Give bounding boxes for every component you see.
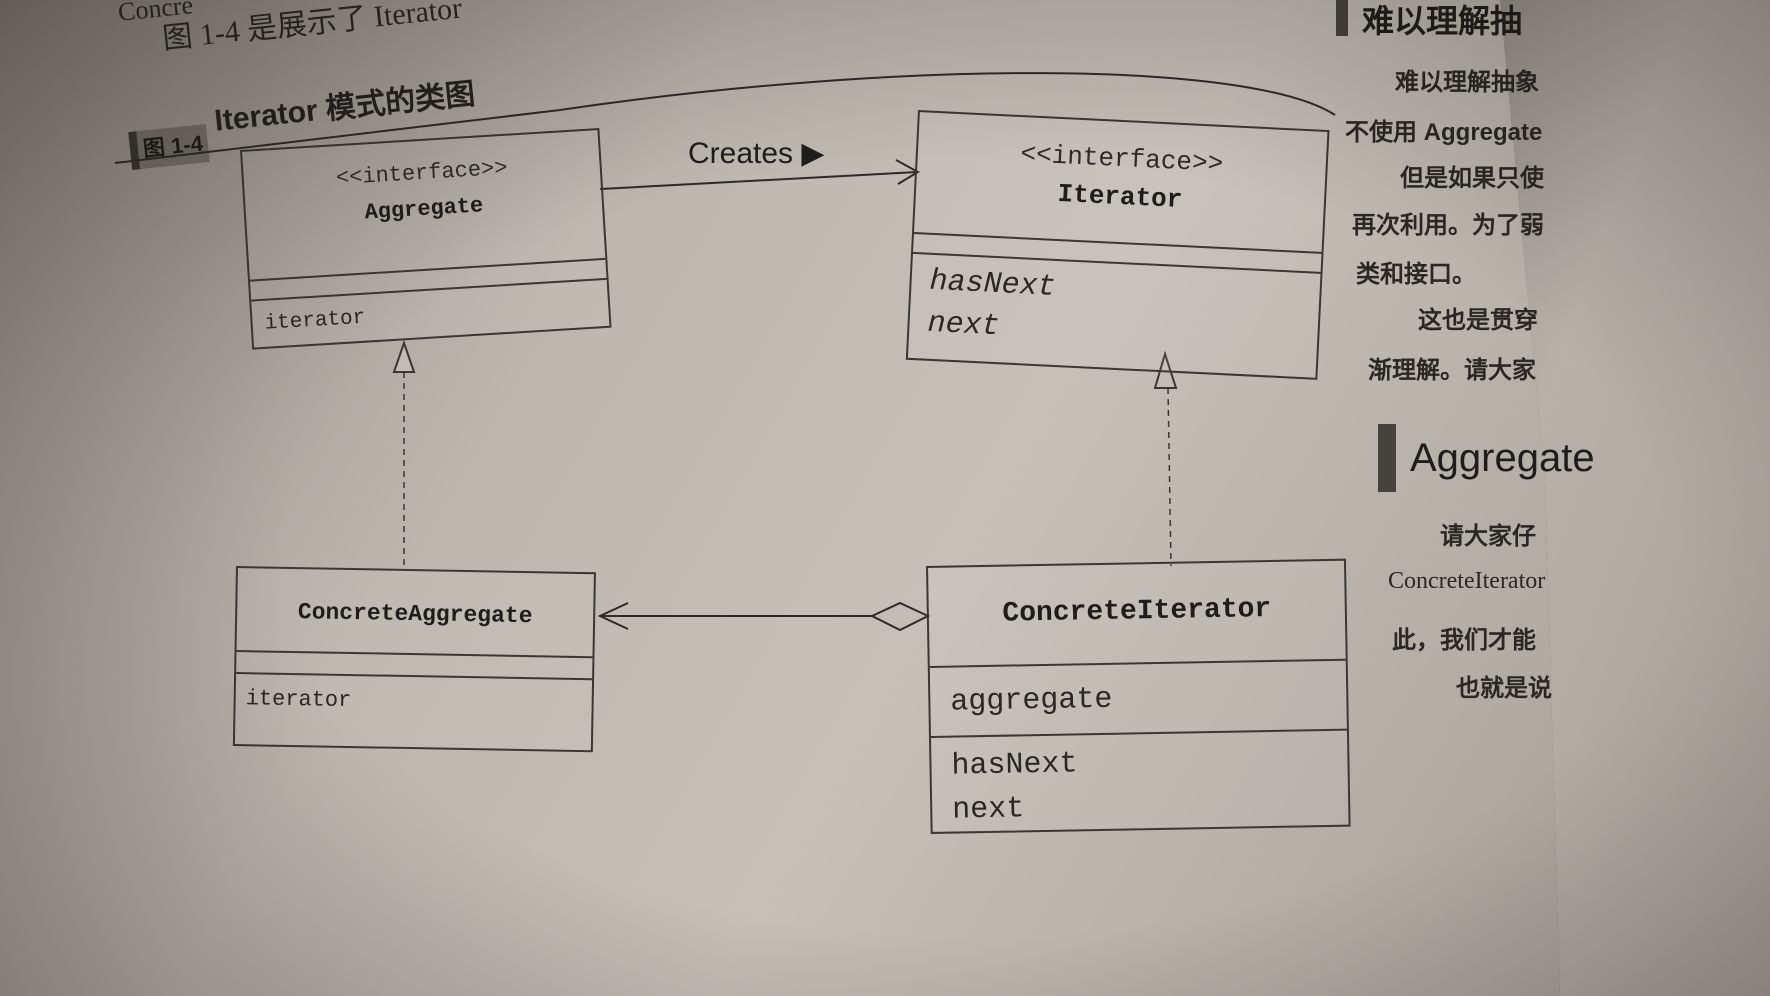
concrete-iterator-method-next: next <box>951 792 1025 828</box>
concrete-iterator-class-box: ConcreteIterator aggregate hasNext next <box>926 558 1351 834</box>
figure-header-curve <box>114 72 1336 164</box>
section-title: Aggregate <box>1410 436 1595 480</box>
book-page-left <box>0 0 1560 996</box>
right-line-2: 但是如果只使 <box>1400 165 1544 192</box>
right-line2-1: ConcreteIterator <box>1388 568 1546 594</box>
right-line-3: 再次利用。为了弱 <box>1352 212 1544 239</box>
right-heading: 难以理解抽 <box>1362 3 1523 39</box>
iterator-realization-triangle <box>1153 350 1178 389</box>
concrete-aggregate-method-iterator: iterator <box>245 686 352 714</box>
concrete-aggregate-class-name: ConcreteAggregate <box>297 599 533 630</box>
concrete-iterator-method-hasnext: hasNext <box>951 747 1078 784</box>
creates-label: Creates ▶ <box>688 137 825 170</box>
aggregation-diamond <box>869 601 931 632</box>
right-line-0: 难以理解抽象 <box>1395 69 1539 96</box>
right-line2-2: 此，我们才能 <box>1392 627 1536 654</box>
iterator-method-next: next <box>926 306 1001 345</box>
aggregate-method-iterator: iterator <box>263 306 367 336</box>
aggregation-arrowhead <box>597 602 629 630</box>
aggregate-realization-triangle <box>392 339 416 373</box>
iterator-realization-line <box>1167 387 1172 567</box>
iterator-class-box: <<interface>> Iterator hasNext next <box>905 110 1330 380</box>
aggregate-class-box: <<interface>> Aggregate iterator <box>240 128 612 350</box>
concrete-iterator-class-name: ConcreteIterator <box>1002 593 1272 630</box>
right-line-4: 类和接口。 <box>1356 261 1476 288</box>
right-line-1: 不使用 Aggregate <box>1345 119 1543 146</box>
iterator-method-hasnext: hasNext <box>928 264 1057 305</box>
creates-association-line <box>599 171 919 190</box>
right-line-5: 这也是贯穿 <box>1418 307 1538 334</box>
right-line2-3: 也就是说 <box>1456 675 1552 702</box>
concrete-aggregate-class-box: ConcreteAggregate iterator <box>232 566 596 753</box>
concrete-iterator-field-aggregate: aggregate <box>950 682 1113 720</box>
creates-arrowhead <box>895 159 921 185</box>
section-heading-bar <box>1378 424 1396 492</box>
right-line-6: 渐理解。请大家 <box>1368 357 1536 384</box>
right-heading-bar <box>1336 0 1348 36</box>
right-line2-0: 请大家仔 <box>1440 523 1536 550</box>
